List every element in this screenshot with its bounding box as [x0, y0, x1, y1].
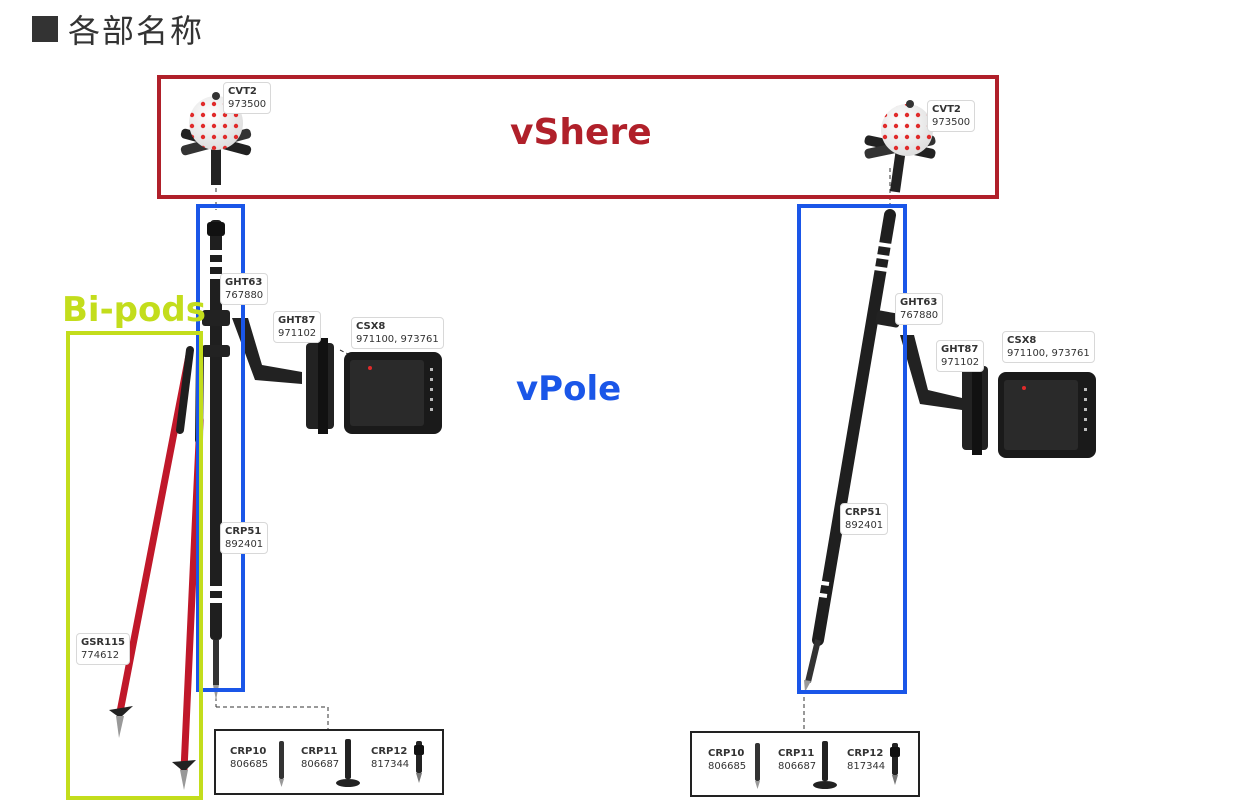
tag-code: 892401	[225, 539, 264, 550]
tag-name: CSX8	[1007, 335, 1037, 346]
tag-name: CSX8	[356, 321, 386, 332]
accessory-feet-icons-right	[755, 741, 900, 789]
accessory-right-3: CRP12 817344	[847, 747, 885, 773]
tag-left-crp51: CRP51 892401	[220, 522, 269, 554]
tag-code: 892401	[845, 520, 884, 531]
accessory-name: CRP11	[301, 746, 338, 757]
accessory-code: 817344	[847, 761, 886, 772]
bipods-frame	[66, 331, 203, 800]
tag-code: 973500	[228, 99, 267, 110]
tag-left-cvt2: CVT2 973500	[223, 82, 272, 114]
right-cvt2-sphere	[864, 100, 936, 193]
square-bullet-icon	[32, 16, 58, 42]
tag-name: GHT63	[225, 277, 263, 288]
tag-name: CVT2	[932, 104, 961, 115]
accessory-name: CRP10	[708, 748, 745, 759]
tag-code: 973500	[932, 117, 971, 128]
section-title: 各部名称	[32, 6, 204, 52]
right-ght87-bracket	[900, 335, 988, 455]
accessory-name: CRP12	[371, 746, 408, 757]
accessory-name: CRP11	[778, 748, 815, 759]
accessory-code: 806687	[301, 759, 340, 770]
tag-code: 774612	[81, 650, 120, 661]
vshere-frame	[157, 75, 999, 199]
bipods-label: Bi-pods	[62, 290, 206, 330]
left-csx8-tablet	[344, 352, 442, 434]
tag-name: GSR115	[81, 637, 125, 648]
tag-right-cvt2: CVT2 973500	[927, 100, 976, 132]
left-crp51-pole	[202, 220, 230, 700]
accessory-right-2: CRP11 806687	[778, 747, 816, 773]
tag-name: GHT63	[900, 297, 938, 308]
tag-code: 971102	[278, 328, 317, 339]
accessory-code: 806685	[230, 759, 269, 770]
tag-left-ght87: GHT87 971102	[273, 311, 322, 343]
right-csx8-tablet	[998, 372, 1096, 458]
title-text: 各部名称	[68, 12, 205, 50]
right-crp51-pole	[804, 209, 901, 692]
vpole-frame-right	[797, 204, 907, 694]
tag-name: GHT87	[941, 344, 979, 355]
tag-name: CRP51	[225, 526, 262, 537]
tag-right-crp51: CRP51 892401	[840, 503, 889, 535]
accessory-box-right: CRP10 806685 CRP11 806687 CRP12 817344	[690, 731, 920, 797]
accessory-code: 806685	[708, 761, 747, 772]
tag-name: CRP51	[845, 507, 882, 518]
vshere-label: vShere	[510, 112, 652, 153]
tag-code: 971102	[941, 357, 980, 368]
accessory-code: 817344	[371, 759, 410, 770]
tag-code: 971100, 973761	[356, 334, 439, 345]
tag-code: 767880	[900, 310, 939, 321]
vpole-label: vPole	[516, 369, 622, 409]
tag-right-ght63: GHT63 767880	[895, 293, 944, 325]
accessory-code: 806687	[778, 761, 817, 772]
tag-right-csx8: CSX8 971100, 973761	[1002, 331, 1095, 363]
tag-left-csx8: CSX8 971100, 973761	[351, 317, 444, 349]
accessory-name: CRP12	[847, 748, 884, 759]
accessory-box-left: CRP10 806685 CRP11 806687 CRP12 817344	[214, 729, 444, 795]
accessory-name: CRP10	[230, 746, 267, 757]
accessory-left-2: CRP11 806687	[301, 745, 339, 771]
tag-code: 767880	[225, 290, 264, 301]
accessory-right-1: CRP10 806685	[708, 747, 746, 773]
tag-name: CVT2	[228, 86, 257, 97]
vpole-frame-left	[196, 204, 245, 692]
tag-code: 971100, 973761	[1007, 348, 1090, 359]
accessory-feet-icons-left	[279, 739, 424, 787]
tag-left-ght63: GHT63 767880	[220, 273, 269, 305]
left-ght87-bracket	[232, 318, 334, 434]
tag-right-ght87: GHT87 971102	[936, 340, 985, 372]
accessory-left-3: CRP12 817344	[371, 745, 409, 771]
tag-left-gsr115: GSR115 774612	[76, 633, 130, 665]
accessory-left-1: CRP10 806685	[230, 745, 268, 771]
tag-name: GHT87	[278, 315, 316, 326]
